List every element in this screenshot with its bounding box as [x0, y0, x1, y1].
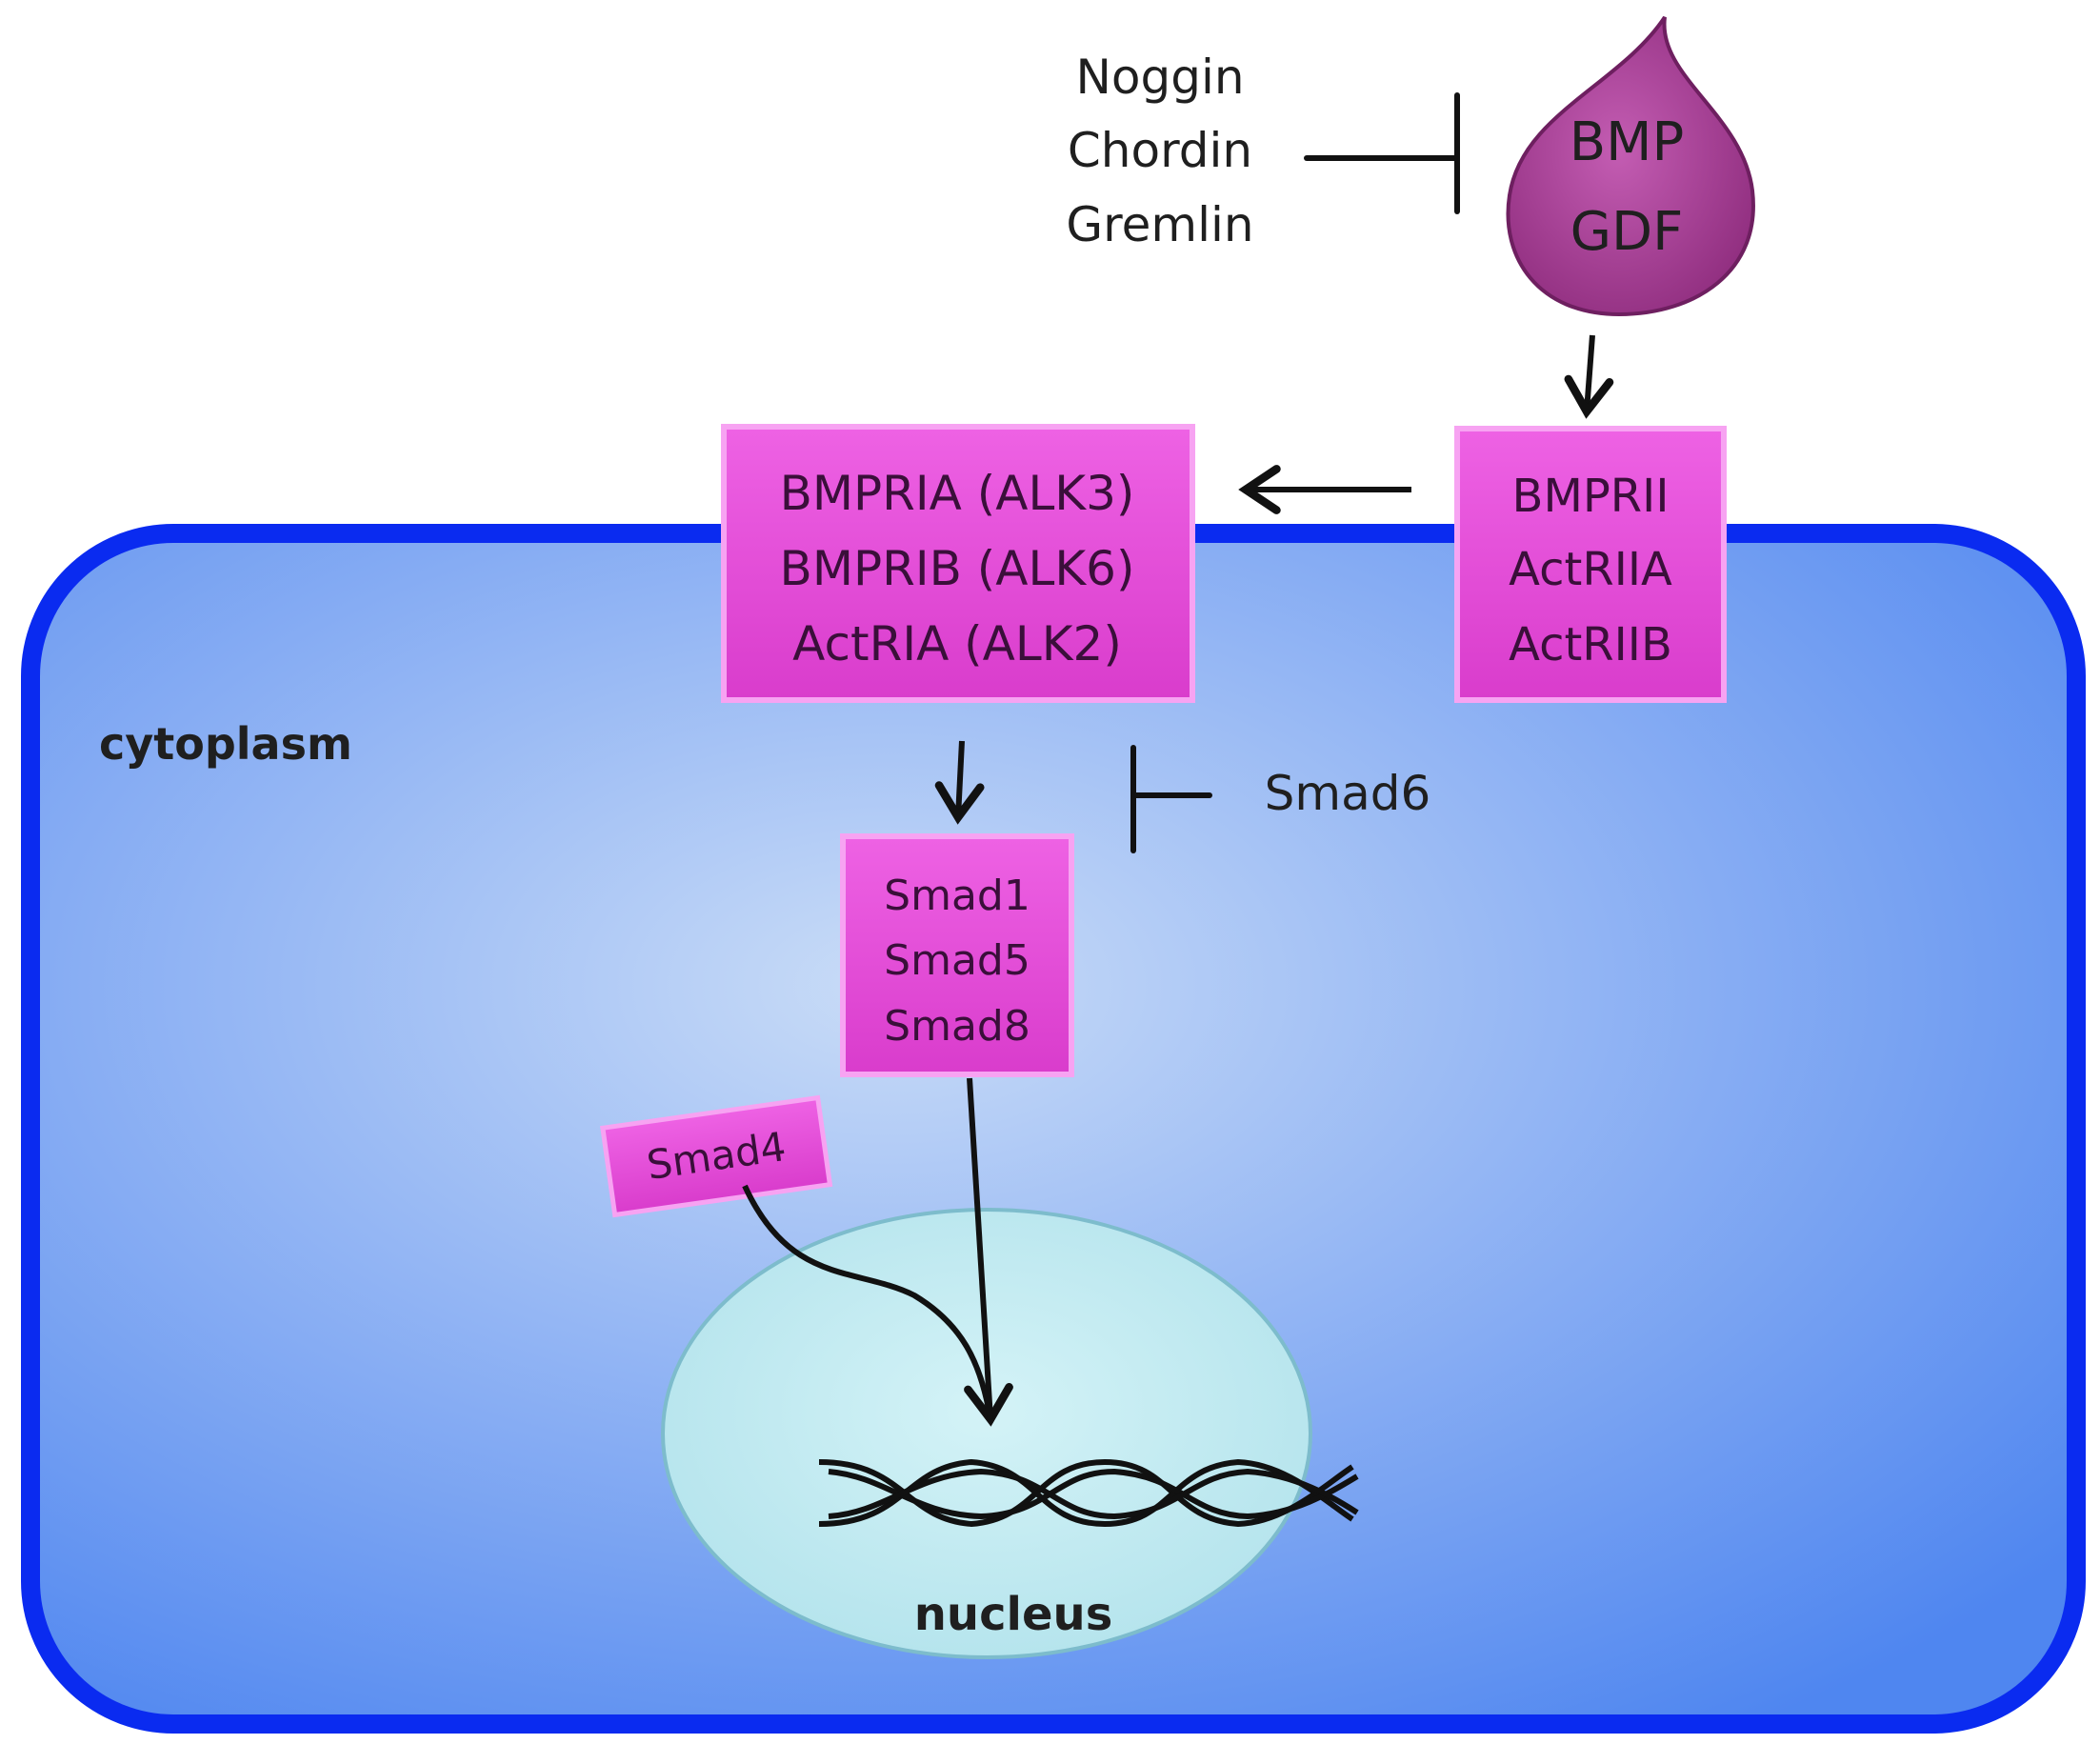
- rsmad-smad8: Smad8: [884, 1002, 1030, 1051]
- type1-actria: ActRIA (ALK2): [792, 616, 1122, 672]
- arrow-type1-to-rsmads: [934, 740, 985, 825]
- dna-helix-icon: [818, 1458, 1359, 1528]
- rsmad-smad1: Smad1: [884, 872, 1030, 920]
- inhibitor-gremlin: Gremlin: [1066, 197, 1253, 252]
- rsmad-box: [840, 833, 1074, 1077]
- smad4-box: Smad4: [600, 1094, 833, 1218]
- rsmad-smad5: Smad5: [884, 936, 1030, 985]
- type2-receptor-box: [1454, 426, 1727, 703]
- inhibition-smad6: [1130, 745, 1212, 853]
- type1-bmpria: BMPRIA (ALK3): [780, 466, 1135, 521]
- type1-receptor-box: [721, 424, 1195, 703]
- type1-bmprib: BMPRIB (ALK6): [780, 541, 1135, 596]
- ligand-bmp: BMP: [1570, 111, 1685, 173]
- nucleus: [661, 1208, 1312, 1659]
- inhibitor-noggin: Noggin: [1075, 50, 1244, 105]
- type2-actriib: ActRIIB: [1509, 618, 1672, 672]
- nucleus-label: nucleus: [914, 1588, 1113, 1641]
- smad6-label: Smad6: [1265, 766, 1431, 821]
- ligand-drop-icon: [1506, 15, 1755, 317]
- arrow-rsmads-to-nucleus: [964, 1077, 1013, 1427]
- inhibition-arrow-ligand: [1304, 92, 1460, 214]
- type2-bmprii: BMPRII: [1512, 470, 1670, 523]
- arrow-smad4-to-nucleus: [742, 1184, 993, 1420]
- arrow-ligand-to-type2: [1564, 334, 1614, 419]
- ligand-gdf: GDF: [1570, 201, 1684, 263]
- type2-actriia: ActRIIA: [1509, 543, 1672, 596]
- cytoplasm-label: cytoplasm: [99, 718, 352, 770]
- inhibitor-chordin: Chordin: [1068, 123, 1252, 178]
